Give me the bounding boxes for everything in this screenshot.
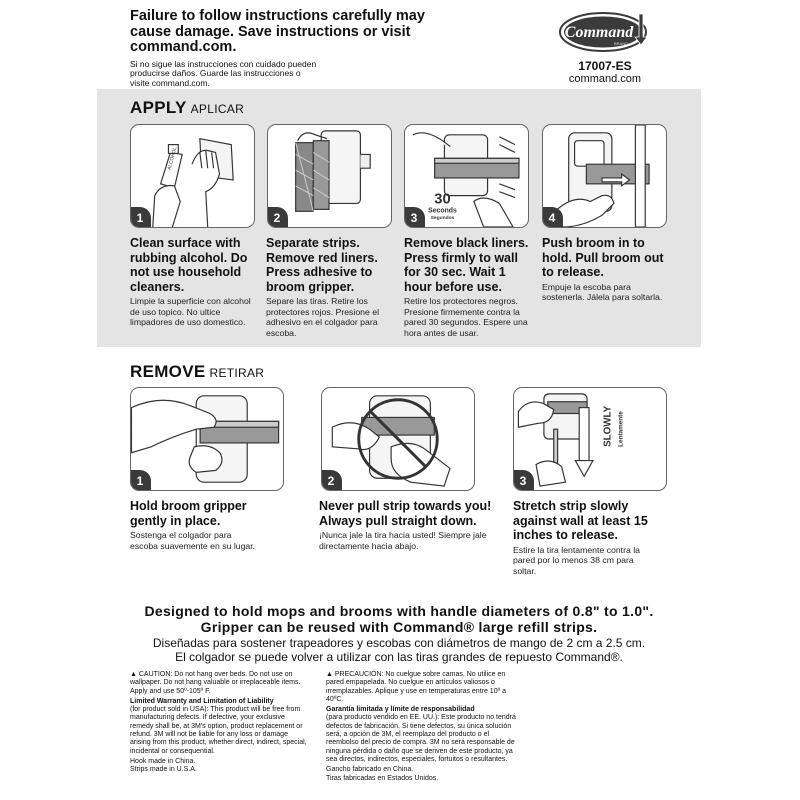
origin-hook-es: Gancho fabricado en China. xyxy=(326,766,414,774)
banner-line-1-es: Diseñadas para sostener trapeadores y es… xyxy=(152,636,646,650)
remove-step-1-en: Hold broom gripper gently in place. xyxy=(130,499,247,528)
product-code: 17007-ES xyxy=(578,59,632,73)
remove-step-3-es: Estire la tira lentamente contra la pare… xyxy=(513,544,640,576)
apply-step-4-en: Push broom in to hold. Pull broom out to… xyxy=(542,236,664,279)
remove-step-1-es: Sostenga el colgador para escoba suaveme… xyxy=(130,530,256,551)
origin-hook-en: Hook made in China. xyxy=(130,757,196,765)
alcohol-bottle-label: ALCOHOL xyxy=(167,146,179,170)
warranty-en: (for product sold in USA): This product … xyxy=(130,706,307,755)
caution-en: ▲ CAUTION: Do not hang over beds. Do not… xyxy=(130,671,301,695)
apply-step-1-en: Clean surface with rubbing alcohol. Do n… xyxy=(130,236,248,294)
apply-step-3-illustration: 30 Seconds Segundos 3 xyxy=(404,124,529,228)
remove-step-2-es: ¡Nunca jale la tira hacia usted! Siempre… xyxy=(319,530,487,551)
apply-step-4-text: Push broom in to hold. Pull broom out to… xyxy=(542,236,672,303)
apply-step-1-text: Clean surface with rubbing alcohol. Do n… xyxy=(130,236,258,328)
slowly-label-es: Lentamente xyxy=(617,411,624,447)
header: Failure to follow instructions carefully… xyxy=(130,8,670,89)
step-number-badge: 2 xyxy=(322,470,342,490)
timer-label-es: Segundos xyxy=(431,215,455,221)
step-number-badge: 1 xyxy=(131,470,151,490)
warranty-es: (para producto vendido en EE. UU.): Este… xyxy=(326,714,516,763)
warning-english: Failure to follow instructions carefully… xyxy=(130,8,425,55)
warranty-title-es: Garantía limitada y límite de responsabi… xyxy=(326,706,475,714)
warning-spanish: Si no sigue las instrucciones con cuidad… xyxy=(130,58,317,88)
remove-title-es: RETIRAR xyxy=(209,366,265,380)
apply-step-2-text: Separate strips. Remove red liners. Pres… xyxy=(266,236,396,338)
timer-number: 30 xyxy=(434,191,450,207)
apply-step-1-es: Limpie la superficie con alcohol de uso … xyxy=(130,296,251,327)
remove-step-3-illustration: SLOWLY Lentamente 3 xyxy=(513,387,667,491)
apply-step-2-illustration: 2 xyxy=(267,124,392,228)
remove-step-1-text: Hold broom gripper gently in place. Sost… xyxy=(130,499,260,551)
step-number-badge: 4 xyxy=(543,207,563,227)
remove-title-en: REMOVE xyxy=(130,362,206,381)
origin-strips-es: Tiras fabricadas en Estados Unidos. xyxy=(326,774,439,782)
step-number-badge: 3 xyxy=(405,207,425,227)
fine-print-spanish: ▲ PRECAUCIÓN: No cuelgue sobre camas. No… xyxy=(326,671,518,785)
apply-step-3-en: Remove black liners. Press firmly to wal… xyxy=(404,236,529,294)
apply-title-en: APPLY xyxy=(130,98,187,117)
apply-step-2-en: Separate strips. Remove red liners. Pres… xyxy=(266,236,378,294)
remove-step-2-text: Never pull strip towards you! Always pul… xyxy=(319,499,499,551)
apply-step-4-es: Empuje la escoba para sostenerla. Jálela… xyxy=(542,281,663,303)
website: command.com xyxy=(568,73,642,85)
prohibited-icon xyxy=(357,398,439,480)
remove-step-1-illustration: 1 xyxy=(130,387,284,491)
step-number-badge: 3 xyxy=(514,470,534,490)
origin-strips-en: Strips made in U.S.A. xyxy=(130,766,197,774)
apply-step-1-illustration: ALCOHOL 1 xyxy=(130,124,255,228)
logo-text: Command xyxy=(565,24,634,41)
remove-step-3-text: Stretch strip slowly against wall at lea… xyxy=(513,499,648,576)
remove-step-2-en: Never pull strip towards you! Always pul… xyxy=(319,499,492,528)
warranty-title-en: Limited Warranty and Limitation of Liabi… xyxy=(130,697,274,705)
logo-sub: BRAND xyxy=(614,41,628,46)
logo-arrow-icon xyxy=(634,13,648,46)
caution-es: ▲ PRECAUCIÓN: No cuelgue sobre camas. No… xyxy=(326,671,506,703)
brand-block: Command BRAND 17007-ES command.com xyxy=(540,9,670,85)
banner-line-2-en: Gripper can be reused with Command® larg… xyxy=(200,619,598,635)
apply-title-es: APLICAR xyxy=(190,102,245,116)
remove-step-3-en: Stretch strip slowly against wall at lea… xyxy=(513,499,648,542)
banner-line-1-en: Designed to hold mops and brooms with ha… xyxy=(144,603,654,619)
slowly-label-en: SLOWLY xyxy=(603,405,614,446)
apply-step-3-text: Remove black liners. Press firmly to wal… xyxy=(404,236,534,338)
apply-step-4-illustration: 4 xyxy=(542,124,667,228)
fine-print-english: ▲ CAUTION: Do not hang over beds. Do not… xyxy=(130,671,308,777)
product-info-banner: Designed to hold mops and brooms with ha… xyxy=(97,603,701,664)
step-number-badge: 2 xyxy=(268,207,288,227)
command-logo: Command BRAND xyxy=(559,12,648,52)
timer-label-en: Seconds xyxy=(428,207,457,214)
remove-step-2-illustration: 2 xyxy=(321,387,475,491)
banner-line-2-es: El colgador se puede volver a utilizar c… xyxy=(175,650,623,664)
apply-step-3-es: Retire los protectores negros. Presione … xyxy=(404,296,528,338)
step-number-badge: 1 xyxy=(131,207,151,227)
apply-step-2-es: Separe las tiras. Retire los protectores… xyxy=(266,296,379,338)
